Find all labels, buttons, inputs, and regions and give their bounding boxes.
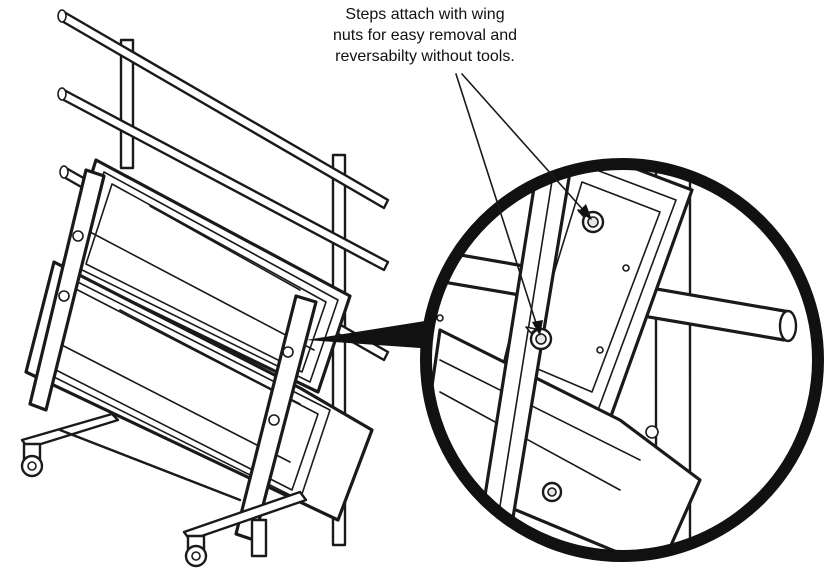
- right-caster-wheel: [184, 544, 208, 568]
- callout-arrows: [455, 73, 592, 336]
- riser-frame: [20, 9, 390, 568]
- arrow-lower: [455, 73, 538, 327]
- base-frame: [20, 412, 308, 558]
- magnifier-ring: [420, 158, 824, 562]
- base-leg: [250, 518, 268, 558]
- caster-left: [20, 442, 44, 478]
- magnifier-leader: [306, 318, 448, 350]
- left-stringer: [28, 168, 106, 412]
- wing-nut-bottom: [541, 481, 563, 503]
- left-caster-wheel: [20, 454, 44, 478]
- arrow-upper: [461, 73, 586, 213]
- detail-view: [422, 160, 822, 560]
- callout-text: Steps attach with wing nuts for easy rem…: [332, 6, 518, 65]
- lower-step-panel: [24, 260, 374, 522]
- caster-right: [184, 534, 208, 568]
